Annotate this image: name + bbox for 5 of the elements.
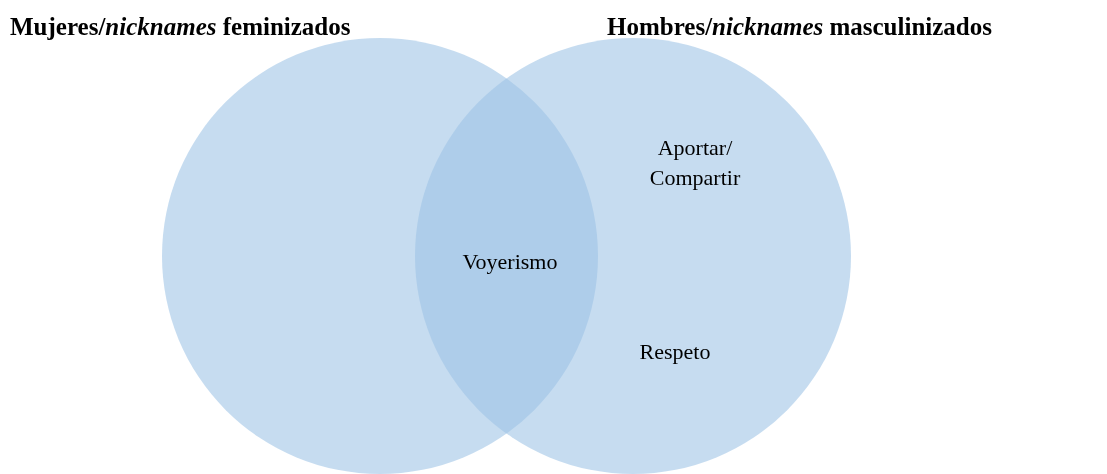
- circle-heading: Hombres/nicknames masculinizados: [607, 12, 993, 42]
- circle-heading: Mujeres/nicknames feminizados: [10, 12, 352, 42]
- overlap-text: Voyerismo: [461, 248, 559, 276]
- circle-text: Aportar/ Compartir: [648, 134, 742, 192]
- circle-text: Respeto: [638, 338, 712, 366]
